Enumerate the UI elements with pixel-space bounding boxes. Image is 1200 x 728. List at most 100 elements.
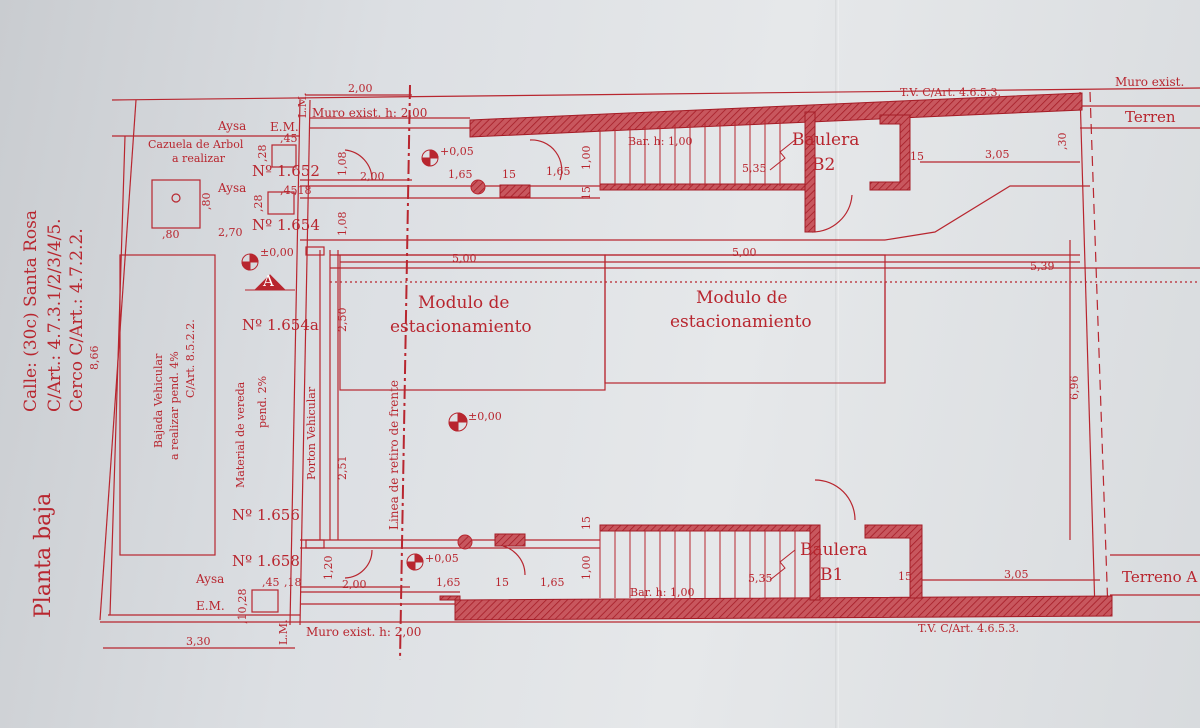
- number-1654: Nº 1.654: [252, 216, 320, 234]
- dim-1-00-a: 1,00: [580, 146, 593, 171]
- dim-2-00-top: 2,00: [348, 82, 373, 95]
- dim-2-70: 2,70: [218, 226, 243, 239]
- lm-bottom-label: L.M.: [277, 619, 290, 645]
- dim-1-20: 1,20: [322, 556, 335, 581]
- dim-1-08-b: 1,08: [336, 212, 349, 237]
- dim-1-00-b: 1,00: [580, 556, 593, 581]
- dim-1-65-c: 1,65: [436, 576, 461, 589]
- dim-1-65-a: 1,65: [448, 168, 473, 181]
- material-label-2: pend. 2%: [256, 376, 269, 428]
- level-label-2: ±0,00: [260, 246, 294, 259]
- dim-5-39: 5,39: [1030, 260, 1055, 273]
- dim-3-30: 3,30: [186, 635, 211, 648]
- aysa-bottom-label: Aysa: [195, 572, 224, 586]
- dim-15-a: 15: [502, 168, 516, 181]
- level-label-4: +0,05: [425, 552, 459, 565]
- dim-15-d: 15: [898, 570, 912, 583]
- level-marker-2: [241, 253, 259, 271]
- column-2: [457, 534, 473, 550]
- tvc-top-label: T.V. C/Art. 4.6.5.3.: [900, 86, 1001, 99]
- linea-retiro: [399, 84, 411, 661]
- dim-80-a: ,80: [162, 228, 180, 241]
- paper-fold: [835, 0, 839, 728]
- material-label-1: Material de vereda: [234, 381, 247, 488]
- bajada-label-1: Bajada Vehicular: [152, 353, 165, 448]
- bajada-label-3: C/Art. 8.5.2.2.: [184, 319, 197, 398]
- wall-top: [469, 92, 1083, 138]
- level-label-3: ±0,00: [468, 410, 502, 423]
- porton-label: Porton Vehicular: [305, 386, 318, 480]
- dim-6-96: 6,96: [1068, 376, 1081, 401]
- dim-2-50: 2,50: [336, 308, 349, 333]
- level-marker-1: [421, 149, 439, 167]
- dim-15-b: 15: [495, 576, 509, 589]
- dim-18-b: ,18: [294, 184, 312, 197]
- title-calle: Calle: (30c) Santa Rosa: [21, 210, 41, 412]
- muro-bottom-label: Muro exist. h: 2,00: [306, 625, 421, 639]
- title-planta-baja: Planta baja: [31, 493, 56, 618]
- dim-10: ,10: [236, 607, 249, 625]
- level-marker-3: [448, 412, 468, 432]
- aysa-mid-label: Aysa: [217, 181, 246, 195]
- dim-1-65-d: 1,65: [540, 576, 565, 589]
- title-art1: C/Art.: 4.7.3.1/2/3/4/5.: [45, 218, 65, 412]
- column-1: [470, 179, 486, 195]
- dim-45-c: ,45: [262, 576, 280, 589]
- dim-45-b: ,45: [280, 184, 298, 197]
- number-1656: Nº 1.656: [232, 506, 300, 524]
- level-label-1: +0,05: [440, 145, 474, 158]
- dim-2-00-bottom: 2,00: [342, 578, 367, 591]
- dim-5-35-b: 5,35: [748, 572, 773, 585]
- dim-45-a: ,45: [280, 132, 298, 145]
- baulera-b2-label: Baulera: [792, 130, 859, 150]
- boundary-top: [111, 87, 1200, 101]
- number-1658: Nº 1.658: [232, 552, 300, 570]
- baulera-b1-id: B1: [820, 565, 843, 585]
- bajada-label-2: a realizar pend. 4%: [168, 351, 181, 460]
- dim-5-00-a: 5,00: [452, 252, 477, 265]
- bar-top-label: Bar. h: 1,00: [628, 135, 692, 148]
- wall-bottom: [454, 595, 1113, 621]
- modulo-2-label: Modulo de: [696, 288, 788, 308]
- dim-18-a: ,18: [284, 576, 302, 589]
- dim-1-08-a: 1,08: [336, 152, 349, 177]
- dim-28-b: ,28: [252, 195, 265, 213]
- dim-5-35-a: 5,35: [742, 162, 767, 175]
- number-1652: Nº 1.652: [252, 162, 320, 180]
- em-top-label: E.M.: [270, 120, 299, 134]
- dim-1-65-b: 1,65: [546, 165, 571, 178]
- dim-30: ,30: [1056, 133, 1069, 151]
- level-marker-4: [406, 553, 424, 571]
- section-label: A: [262, 272, 274, 290]
- dim-28-c: ,28: [236, 589, 249, 607]
- terreno-top-label: Terren: [1125, 108, 1176, 126]
- dim-80-b: ,80: [200, 193, 213, 211]
- lm-top-label: L.M.: [296, 92, 309, 118]
- dim-3-05-bottom: 3,05: [1004, 568, 1029, 581]
- em-bottom-label: E.M.: [196, 599, 225, 613]
- muro-top-label: Muro exist. h: 2,00: [312, 106, 427, 120]
- linea-retiro-label: Linea de retiro de frente: [387, 380, 401, 530]
- dim-15-c: 15: [910, 150, 924, 163]
- number-1654a: Nº 1.654a: [242, 316, 319, 334]
- cazuela-arbol: [151, 179, 201, 229]
- bar-bottom-label: Bar. h: 1,00: [630, 586, 694, 599]
- dim-2-00-mid: 2,00: [360, 170, 385, 183]
- baulera-b2-id: B2: [812, 155, 835, 175]
- dim-15-e: 15: [580, 186, 593, 200]
- dim-5-00-b: 5,00: [732, 246, 757, 259]
- modulo-1-label-2: estacionamiento: [390, 317, 532, 337]
- baulera-b1-label: Baulera: [800, 540, 867, 560]
- section-marker: [245, 274, 295, 291]
- title-art2: Cerco C/Art.: 4.7.2.2.: [67, 228, 87, 412]
- dim-15-f: 15: [580, 516, 593, 530]
- modulo-2-label-2: estacionamiento: [670, 312, 812, 332]
- muro-top-right-label: Muro exist.: [1115, 75, 1184, 89]
- cazuela-label-1: Cazuela de Arbol: [148, 138, 244, 151]
- aysa-top-label: Aysa: [217, 119, 246, 133]
- dim-2-51: 2,51: [336, 456, 349, 481]
- tvc-bottom-label: T.V. C/Art. 4.6.5.3.: [918, 622, 1019, 635]
- dim-28-a: ,28: [256, 145, 269, 163]
- lm-line: [289, 99, 301, 626]
